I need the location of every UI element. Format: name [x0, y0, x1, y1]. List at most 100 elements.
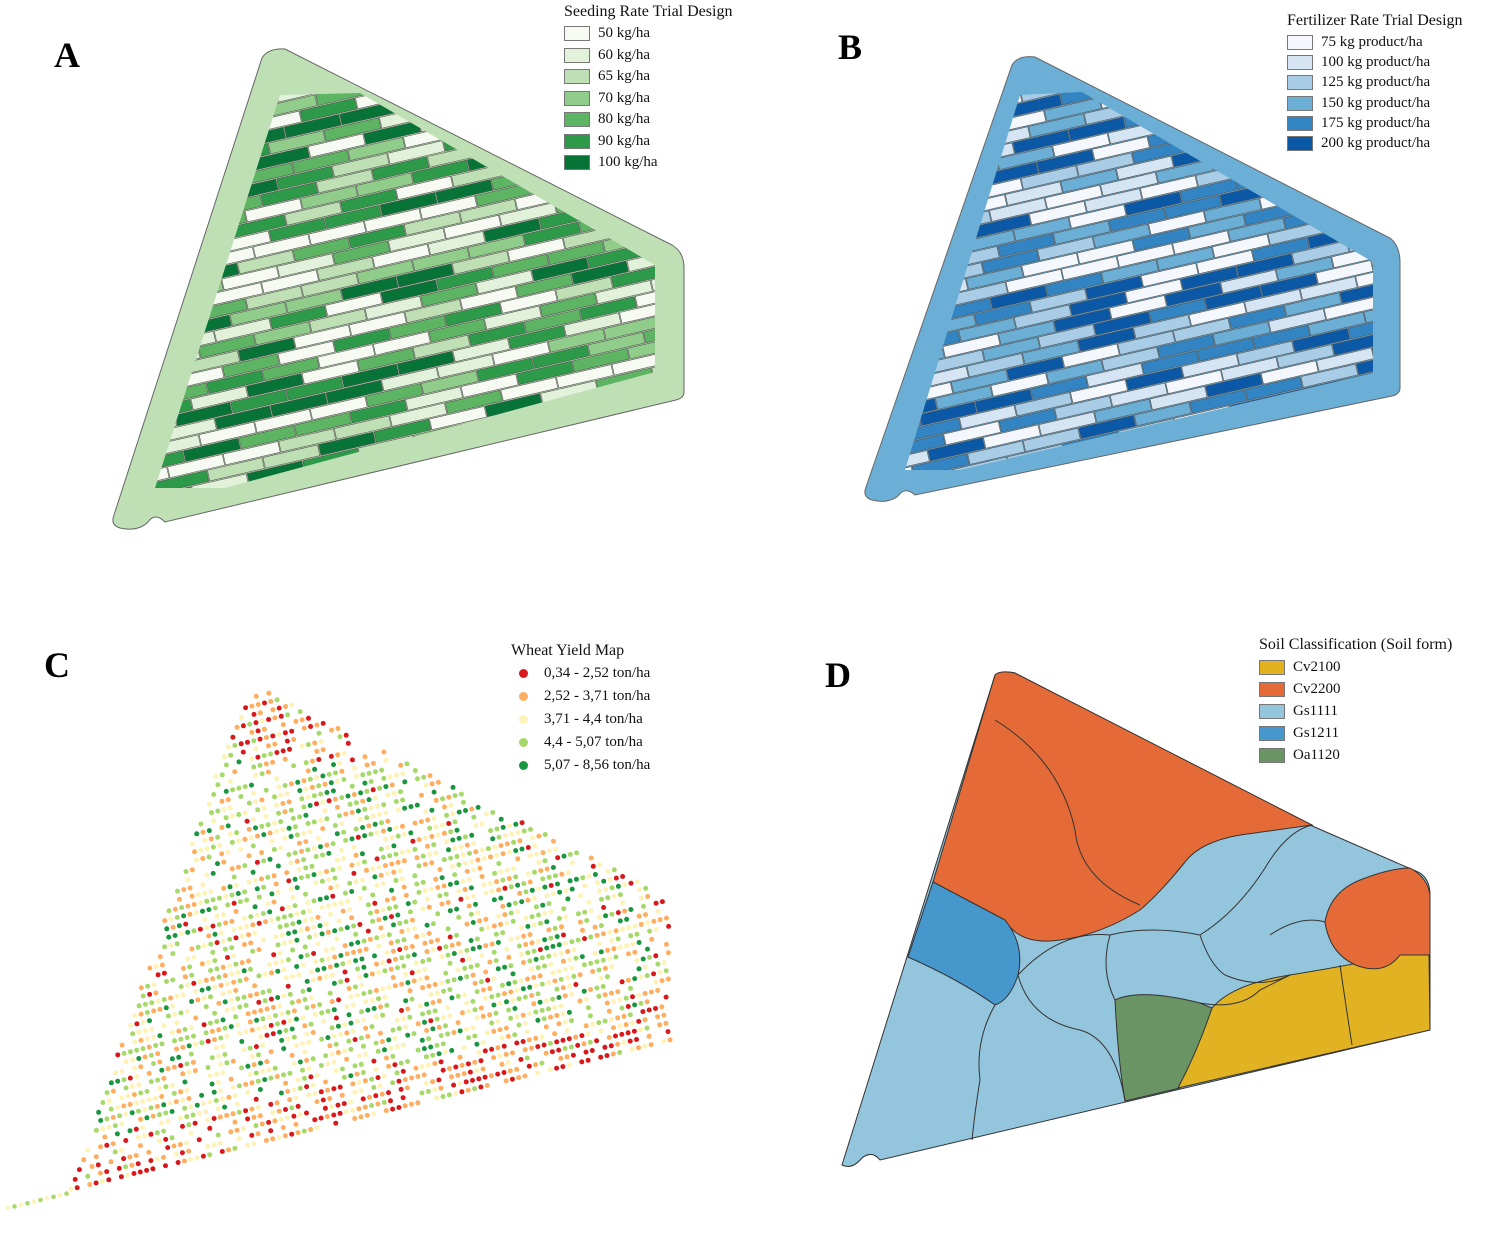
trial-plot-strip [444, 389, 503, 414]
yield-point [636, 966, 642, 972]
trial-plot-strip [572, 435, 631, 460]
yield-point [241, 994, 247, 1000]
legend-dot-icon [519, 761, 528, 770]
yield-point [331, 1059, 337, 1065]
yield-point [465, 1061, 471, 1067]
yield-point [383, 757, 389, 763]
trial-plot-strip [846, 81, 903, 104]
trial-plot-strip [1299, 276, 1358, 301]
yield-point [150, 1166, 156, 1172]
yield-point [275, 942, 281, 948]
yield-point [390, 1106, 396, 1112]
yield-point [585, 1031, 591, 1037]
yield-point [380, 986, 386, 992]
yield-point [388, 1098, 393, 1104]
yield-point [192, 1120, 198, 1126]
yield-point [482, 1048, 488, 1054]
yield-point [217, 1114, 223, 1120]
trial-plot-strip [1076, 240, 1135, 265]
yield-point [420, 853, 426, 859]
yield-point [216, 1027, 222, 1033]
yield-point [320, 773, 326, 779]
trial-plot-strip [825, 499, 882, 522]
yield-point [638, 1027, 644, 1033]
trial-plot-strip [1244, 289, 1303, 314]
yield-point [562, 1046, 568, 1051]
yield-point [532, 843, 538, 849]
yield-point [311, 951, 317, 956]
yield-point [446, 847, 451, 853]
yield-point [398, 1060, 404, 1066]
yield-point [304, 1057, 310, 1063]
yield-point [352, 1116, 358, 1121]
yield-point [108, 1106, 114, 1112]
trial-plot-strip [905, 433, 946, 459]
trial-plot-strip [81, 587, 138, 610]
trial-plot-strip [1308, 311, 1366, 336]
yield-point [248, 966, 253, 972]
yield-point [505, 1033, 511, 1039]
yield-point [473, 823, 479, 828]
trial-plot-strip [87, 360, 144, 383]
yield-point [560, 1064, 566, 1070]
trial-plot-strip [54, 130, 111, 153]
yield-point [391, 869, 397, 875]
trial-plot-strip [740, 485, 797, 508]
yield-point [521, 881, 527, 887]
yield-point [295, 1103, 301, 1109]
yield-point [308, 1074, 314, 1080]
yield-point [317, 975, 323, 981]
trial-plot-strip [1006, 356, 1065, 381]
trial-plot-strip [861, 65, 918, 88]
yield-point [260, 989, 266, 995]
trial-plot-strip [1053, 308, 1112, 333]
trial-plot-strip [0, 143, 55, 166]
yield-point [263, 787, 269, 793]
yield-point [165, 1145, 171, 1151]
yield-point [284, 870, 290, 876]
trial-plot-strip [319, 520, 376, 543]
yield-point [382, 915, 388, 921]
yield-point [355, 808, 361, 814]
yield-point [303, 891, 308, 897]
yield-point [290, 921, 296, 927]
trial-plot-strip [652, 442, 655, 467]
yield-point [653, 1006, 658, 1011]
yield-point [236, 1109, 242, 1115]
trial-plot-strip [405, 474, 464, 488]
yield-point [550, 891, 556, 897]
yield-point [475, 910, 481, 916]
yield-point [530, 835, 536, 841]
yield-point [205, 986, 211, 991]
trial-plot-strip [155, 343, 161, 368]
yield-point [298, 927, 304, 933]
trial-plot-strip [419, 195, 478, 220]
trial-plot-strip [905, 275, 929, 300]
yield-point [289, 1131, 295, 1137]
yield-point [581, 988, 587, 994]
yield-point [402, 805, 408, 811]
yield-point [454, 854, 460, 859]
legend-item: 65 kg/ha [564, 66, 732, 88]
legend-label: 3,71 - 4,4 ton/ha [544, 711, 643, 727]
trial-plot-strip [450, 0, 507, 12]
yield-point [619, 1005, 625, 1011]
trial-plot-strip [333, 328, 391, 353]
trial-plot-strip [419, 21, 476, 44]
yield-point [272, 1065, 278, 1071]
yield-point [561, 932, 566, 938]
yield-point [213, 773, 219, 779]
yield-point [244, 818, 250, 824]
trial-plot-strip [1285, 467, 1344, 470]
yield-point [390, 1080, 396, 1086]
yield-point [629, 1020, 635, 1026]
trial-plot-strip [1022, 340, 1080, 365]
yield-point [96, 1109, 102, 1115]
yield-point [474, 1015, 480, 1021]
trial-plot-strip [1223, 532, 1280, 555]
yield-point [286, 852, 292, 858]
trial-plot-strip [105, 606, 162, 629]
yield-point [170, 1030, 175, 1035]
yield-point [229, 945, 235, 951]
yield-point [144, 1010, 150, 1015]
